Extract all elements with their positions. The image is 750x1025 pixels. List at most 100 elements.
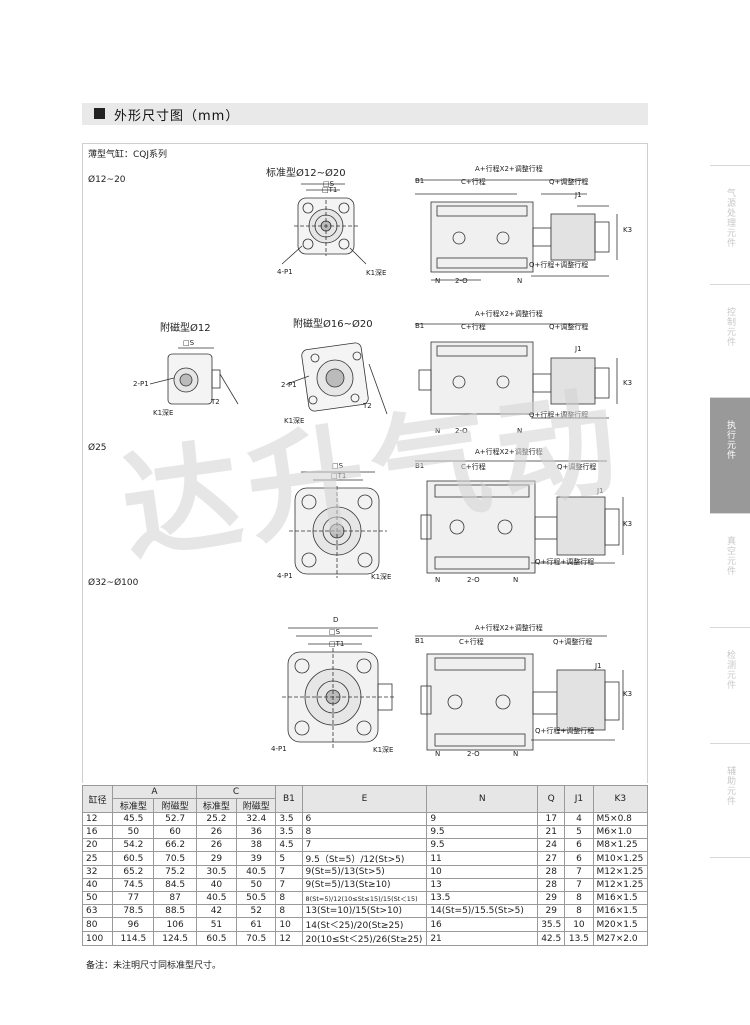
section-title: 外形尺寸图（mm） [114,109,240,124]
cell: 38 [236,838,277,852]
dim-2p1-1: 2-P1 [133,380,149,388]
cell: 114.5 [112,931,155,946]
side-tab-air-source[interactable]: 气源处理元件 [710,165,750,284]
dim-b1-1: B1 [415,177,425,185]
cell: 32 [81,865,114,879]
dim-c-3: C+行程 [461,463,486,471]
cell: 14(St＜25)/20(St≥25) [301,917,428,932]
cell: 66.2 [153,838,197,852]
cell: 60.5 [195,931,238,946]
cell: 13.5 [564,931,594,946]
th-n: N [426,785,539,813]
cell: 13.5 [426,891,539,905]
dim-a-4: A+行程X2+调整行程 [475,624,543,632]
cell: 6 [564,851,594,866]
dim-k3-2: K3 [623,379,633,387]
dim-s-2: □S [183,339,195,347]
cell: 70.5 [236,931,277,946]
cell: 80 [81,917,114,932]
section-header: 外形尺寸图（mm） [82,103,648,125]
dim-k1-3: K1深E [284,417,305,425]
dim-j1-4: J1 [595,662,602,670]
th-b1: B1 [275,785,303,813]
th-k3: K3 [592,785,649,813]
dim-k1-2: K1深E [153,409,174,417]
cell: 63 [81,904,114,918]
cell: 26 [195,838,238,852]
cell: 40.5 [236,865,277,879]
cell: 7 [275,878,303,892]
cell: M5×0.8 [592,812,649,826]
cell: 8 [564,891,594,905]
cell: 50 [81,891,114,905]
cell: 9.5 [426,825,539,839]
side-tab-vacuum[interactable]: 真空元件 [710,513,750,627]
dim-qst-4: Q+行程+调整行程 [535,727,595,735]
cell: 24 [537,838,566,852]
side-tab-actuator[interactable]: 执行元件 [710,397,750,513]
side-tab-detection[interactable]: 检测元件 [710,627,750,743]
cell: 100 [81,931,114,946]
cell: 9 [426,812,539,826]
side-tab-label: 气源处理元件 [725,188,735,248]
cell: 14(St=5)/15.5(St>5) [426,904,539,918]
cell: 96 [112,917,155,932]
side-view-25 [415,460,624,574]
cell: 13(St=10)/15(St>10) [301,904,428,918]
cell: 12 [275,931,303,946]
dim-qadj-4: Q+调整行程 [553,638,593,646]
cell: 8 [301,825,428,839]
dim-4p1-2: 4-P1 [277,572,293,580]
cell: 29 [537,904,566,918]
cell: 8 [275,904,303,918]
side-tab-label: 检测元件 [725,650,735,690]
dim-t1-1: □T1 [322,186,338,194]
cell: 4 [564,812,594,826]
cell: 40.5 [195,891,238,905]
front-view-mag-12 [149,347,239,405]
cell: 7 [275,865,303,879]
series-label: 薄型气缸：CQJ系列 [88,150,168,160]
cell: M8×1.25 [592,838,649,852]
dim-a-3: A+行程X2+调整行程 [475,448,543,456]
cell: 75.2 [153,865,197,879]
cell: 106 [153,917,197,932]
cell: 9.5（St=5）/12(St>5) [301,851,428,866]
cell: 29 [195,851,238,866]
dim-b1-4: B1 [415,637,425,645]
th-a-mag: 附磁型 [153,798,197,813]
dim-qadj-1: Q+调整行程 [549,178,589,186]
side-tab-label: 真空元件 [725,536,735,576]
cell: 30.5 [195,865,238,879]
side-tab-control[interactable]: 控制元件 [710,284,750,397]
cell: 17 [537,812,566,826]
cell: 6 [301,812,428,826]
dim-4p1-3: 4-P1 [271,745,287,753]
dim-a-2: A+行程X2+调整行程 [475,310,543,318]
cell: 84.5 [153,878,197,892]
side-tab-auxiliary[interactable]: 辅助元件 [710,743,750,858]
side-view-32-100 [415,635,624,751]
cell: 52 [236,904,277,918]
th-a-std: 标准型 [112,798,155,813]
cell: 124.5 [153,931,197,946]
dim-2p1-2: 2-P1 [281,381,297,389]
cell: 50 [112,825,155,839]
dim-k3-3: K3 [623,520,633,528]
cell: 9(St=5)/13(St>5) [301,865,428,879]
cell: 61 [236,917,277,932]
cell: 60.5 [112,851,155,866]
dim-c-4: C+行程 [459,638,484,646]
cell: 35.5 [537,917,566,932]
cell: 5 [564,825,594,839]
cell: M27×2.0 [592,931,649,946]
th-c: C [195,785,277,799]
dim-n-1: N [435,277,441,285]
cell: 12 [81,812,114,826]
cell: 28 [537,865,566,879]
cell: 70.5 [153,851,197,866]
